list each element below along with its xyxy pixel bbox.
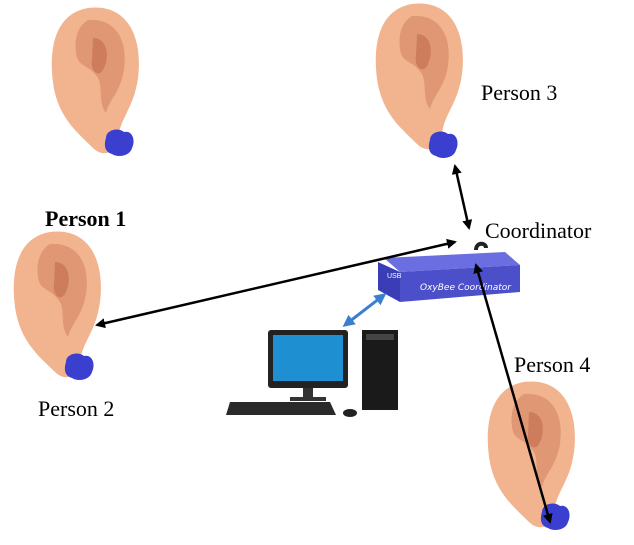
- link-person2-coordinator: [95, 238, 457, 329]
- coordinator-device: USB OxyBee Coordinator: [378, 241, 520, 302]
- tower: [362, 330, 398, 410]
- link-pc-coordinator: [342, 293, 387, 327]
- usb-label: USB: [387, 273, 402, 280]
- label-coordinator: Coordinator: [485, 218, 592, 243]
- label-person1: Person 1: [45, 206, 127, 231]
- label-person3: Person 3: [481, 80, 558, 105]
- ear-person1: [51, 7, 139, 156]
- computer: [226, 330, 398, 417]
- label-person2: Person 2: [38, 396, 115, 421]
- antenna: [474, 241, 488, 251]
- earbud-person2: [64, 353, 94, 380]
- ear-person2: [13, 231, 101, 380]
- mouse: [343, 409, 357, 417]
- ear-person3: [375, 3, 463, 158]
- earbud-person1: [104, 129, 134, 156]
- device-label: OxyBee Coordinator: [420, 283, 512, 293]
- earbud-person3: [428, 131, 458, 158]
- keyboard: [226, 402, 336, 415]
- link-person4-coordinator: [473, 263, 553, 524]
- label-person4: Person 4: [514, 352, 591, 377]
- link-person3-coordinator: [451, 164, 473, 230]
